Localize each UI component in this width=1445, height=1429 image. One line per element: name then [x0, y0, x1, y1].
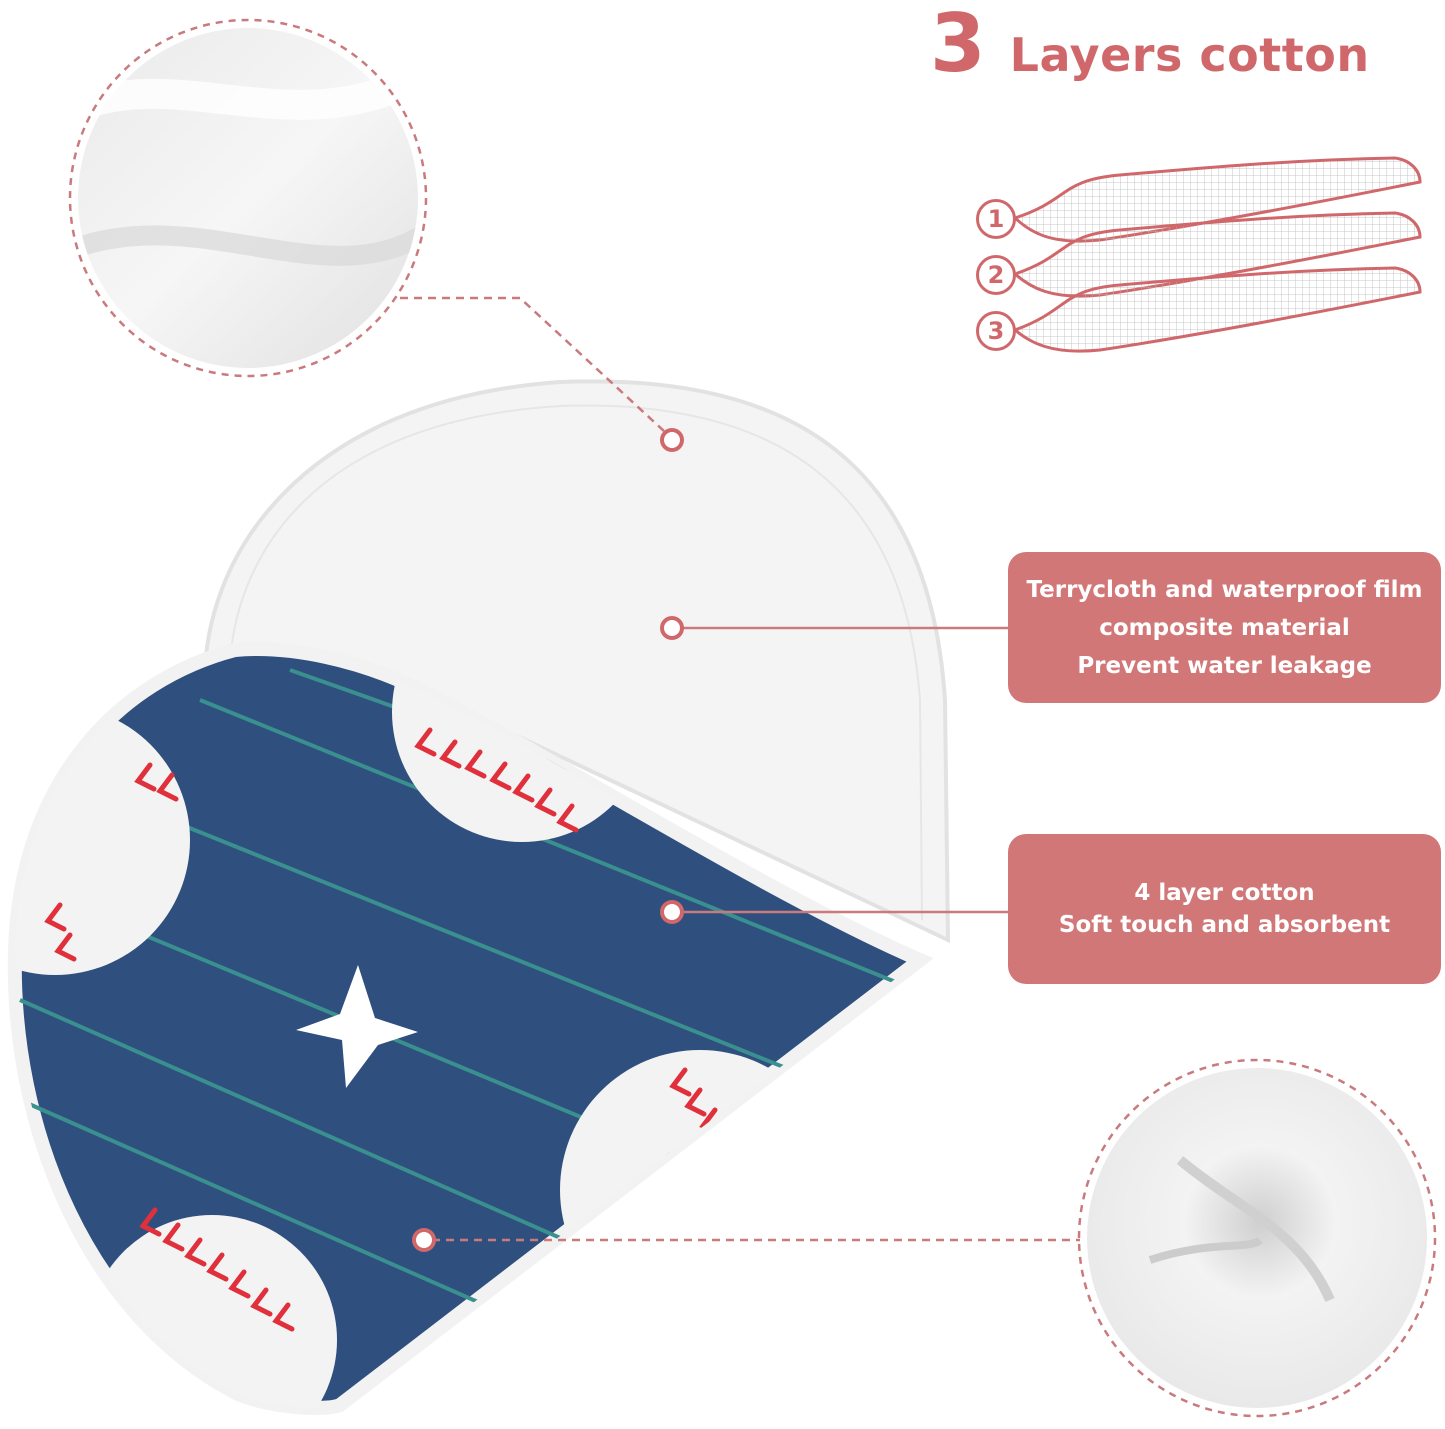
star-icon: [296, 965, 418, 1088]
callout-terrycloth: Terrycloth and waterproof film composite…: [1008, 552, 1441, 703]
layer-diagram: [1011, 156, 1422, 353]
layer-number-1: 1: [976, 199, 1016, 239]
callout-cotton-line-1: 4 layer cotton: [1134, 880, 1315, 906]
terrycloth-zoom-circle: [68, 18, 428, 378]
callout-terrycloth-line-1: Terrycloth and waterproof film: [1026, 576, 1423, 603]
headline-number: 3: [930, 0, 986, 90]
marker-dot: [412, 1228, 436, 1252]
callout-terrycloth-line-2: composite material: [1099, 614, 1350, 641]
cotton-zoom-circle: [1077, 1058, 1437, 1418]
leader-line-terry-texture: [400, 296, 666, 433]
marker-dot: [660, 616, 684, 640]
callout-cotton: 4 layer cotton Soft touch and absorbent: [1008, 834, 1441, 984]
callout-cotton-line-2: Soft touch and absorbent: [1058, 912, 1391, 938]
terry-back-bib: [202, 379, 951, 944]
headline-text: Layers cotton: [1009, 28, 1370, 82]
marker-dot: [660, 900, 684, 924]
callout-terrycloth-line-3: Prevent water leakage: [1077, 652, 1372, 679]
marker-dot: [660, 428, 684, 452]
layer-number-3: 3: [976, 311, 1016, 351]
layer-number-2: 2: [976, 255, 1016, 295]
headline: 3 Layers cotton: [930, 4, 1370, 94]
